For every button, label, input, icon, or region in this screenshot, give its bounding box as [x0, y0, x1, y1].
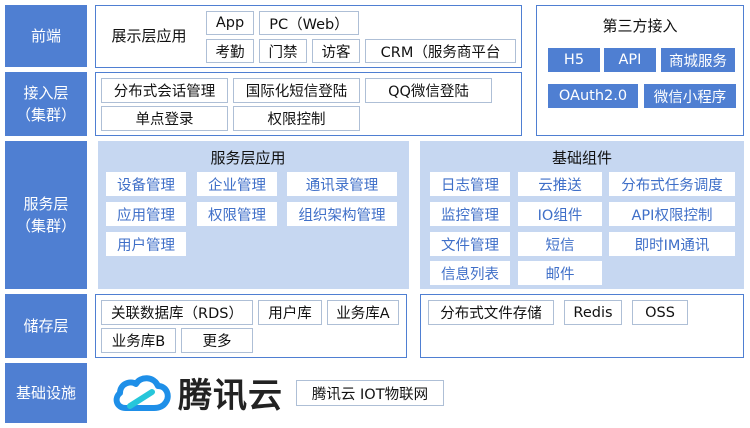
base-components-title: 基础组件: [551, 148, 612, 167]
storage-item-redis: Redis: [564, 300, 622, 325]
access-item-permission-control: 权限控制: [233, 106, 360, 131]
component-sms: 短信: [518, 232, 602, 256]
component-distributed-scheduler: 分布式任务调度: [609, 172, 735, 196]
storage-item-distributed-file: 分布式文件存储: [428, 300, 554, 325]
storage-item-more: 更多: [181, 328, 253, 353]
component-cloud-push: 云推送: [518, 172, 602, 196]
service-item-enterprise-mgmt: 企业管理: [197, 172, 277, 196]
layer-storage: 储存层: [5, 294, 87, 358]
service-item-contacts-mgmt: 通讯录管理: [287, 172, 397, 196]
layer-service: 服务层 （集群）: [5, 141, 87, 289]
third-party-wechat-miniprogram: 微信小程序: [644, 84, 736, 108]
layer-infra: 基础设施: [5, 363, 87, 423]
storage-item-biz-db-a: 业务库A: [327, 300, 399, 325]
service-item-app-mgmt: 应用管理: [106, 202, 186, 226]
component-io: IO组件: [518, 202, 602, 226]
component-log-mgmt: 日志管理: [430, 172, 510, 196]
component-api-permission: API权限控制: [609, 202, 735, 226]
component-im: 即时IM通讯: [609, 232, 735, 256]
layer-frontend: 前端: [5, 5, 87, 67]
component-monitor-mgmt: 监控管理: [430, 202, 510, 226]
storage-item-rds: 关联数据库（RDS）: [101, 300, 253, 325]
presentation-item-crm: CRM（服务商平台: [365, 39, 516, 63]
component-mail: 邮件: [518, 261, 602, 285]
access-item-distributed-session: 分布式会话管理: [101, 78, 228, 103]
storage-item-oss: OSS: [632, 300, 688, 325]
presentation-item-attendance: 考勤: [206, 39, 254, 63]
service-item-org-structure: 组织架构管理: [287, 202, 397, 226]
service-apps-title: 服务层应用: [210, 148, 286, 167]
presentation-item-pc-web: PC（Web）: [259, 11, 359, 35]
presentation-item-access-control: 门禁: [259, 39, 307, 63]
third-party-oauth: OAuth2.0: [548, 84, 638, 108]
third-party-api: API: [604, 48, 656, 72]
component-message-list: 信息列表: [430, 261, 510, 285]
presentation-item-visitor: 访客: [312, 39, 360, 63]
presentation-item-app: App: [206, 11, 254, 35]
storage-item-user-db: 用户库: [258, 300, 322, 325]
presentation-title: 展示层应用: [111, 26, 187, 45]
storage-item-biz-db-b: 业务库B: [101, 328, 176, 353]
service-item-user-mgmt: 用户管理: [106, 232, 186, 256]
third-party-mall-service: 商城服务: [661, 48, 735, 72]
third-party-h5: H5: [548, 48, 600, 72]
service-item-device-mgmt: 设备管理: [106, 172, 186, 196]
component-file-mgmt: 文件管理: [430, 232, 510, 256]
service-item-permission-mgmt: 权限管理: [197, 202, 277, 226]
access-item-qq-wechat-login: QQ微信登陆: [365, 78, 492, 103]
infra-iot: 腾讯云 IOT物联网: [296, 380, 444, 406]
access-item-intl-sms-login: 国际化短信登陆: [233, 78, 360, 103]
access-item-sso: 单点登录: [101, 106, 228, 131]
third-party-title: 第三方接入: [602, 16, 678, 35]
tencent-cloud-logo-icon: [112, 370, 172, 416]
layer-access: 接入层 （集群）: [5, 72, 87, 136]
tencent-cloud-wordmark: 腾讯云: [178, 375, 283, 416]
